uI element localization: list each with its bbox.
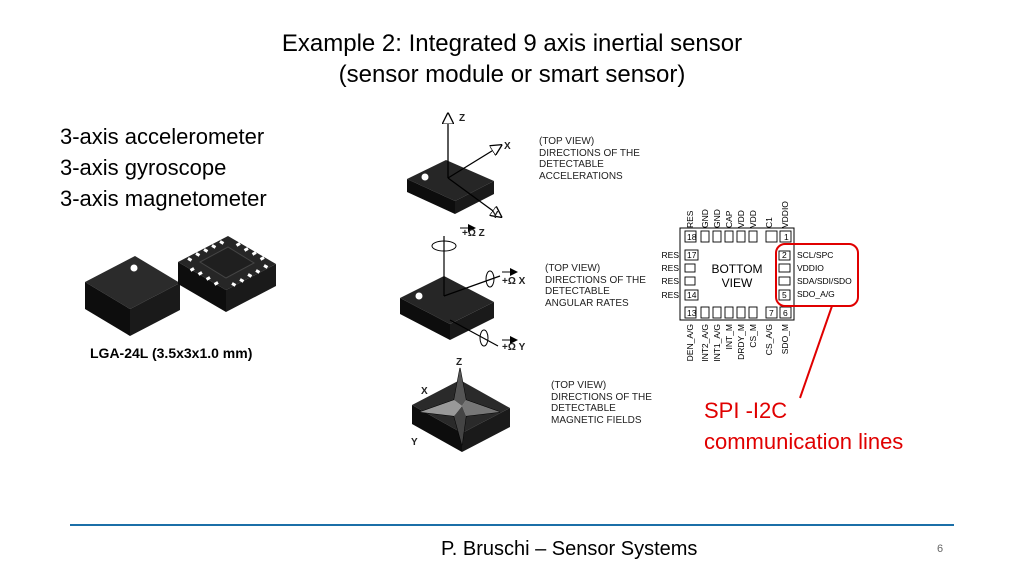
top-pin-2: GND <box>700 209 710 228</box>
bottom-pin-3: INT1_A/G <box>712 324 722 362</box>
pinout-diagram <box>679 227 859 399</box>
spi-callout-line <box>799 305 833 399</box>
accel-axis-x: X <box>504 141 511 152</box>
pin-num-2: 2 <box>782 250 787 260</box>
bottom-pin-4: INT_M <box>724 324 734 350</box>
feature-list: 3-axis accelerometer 3-axis gyroscope 3-… <box>60 121 267 214</box>
mag-axis-z: Z <box>456 357 463 368</box>
top-pin-8: VDDIO <box>780 201 790 228</box>
mag-caption-4: MAGNETIC FIELDS <box>551 414 642 426</box>
gyro-omega-x: +Ω X <box>502 276 525 288</box>
top-pin-6: VDD <box>748 210 758 228</box>
bottom-pin-5: DRDY_M <box>736 324 746 360</box>
top-pin-4: CAP <box>724 210 734 228</box>
gyro-axis-z: Z <box>478 228 485 239</box>
bottom-view-line1: BOTTOM <box>711 262 762 276</box>
accel-caption: (TOP VIEW) DIRECTIONS OF THE DETECTABLE … <box>539 136 640 182</box>
gyro-axis-x: X <box>518 276 526 287</box>
feature-magnetometer: 3-axis magnetometer <box>60 186 267 211</box>
gyro-caption-2: DIRECTIONS OF THE <box>545 274 646 286</box>
pin-num-17: 17 <box>687 250 697 260</box>
gyro-caption-3: DETECTABLE <box>545 286 610 297</box>
gyro-axis-y: Y <box>518 342 526 353</box>
right-pin-2: VDDIO <box>797 263 824 273</box>
left-pin-3: RES <box>662 276 680 286</box>
magnetometer-figure <box>412 367 510 452</box>
gyro-omega-z: +Ω Z <box>462 228 485 240</box>
pin-num-6: 6 <box>783 308 788 318</box>
gyro-omega-x-symbol: +Ω <box>502 276 516 287</box>
right-pin-1: SCL/SPC <box>797 250 833 260</box>
gyro-caption-1: (TOP VIEW) <box>545 263 601 274</box>
mag-caption-3: DETECTABLE <box>551 403 616 414</box>
bottom-pin-8: SDO_M <box>780 324 790 354</box>
title-line-2: (sensor module or smart sensor) <box>338 61 686 88</box>
gyro-omega-y: +Ω Y <box>502 342 525 354</box>
bottom-view-line2: VIEW <box>722 276 753 290</box>
feature-gyroscope: 3-axis gyroscope <box>60 155 227 180</box>
mag-caption-1: (TOP VIEW) <box>551 380 607 391</box>
spi-i2c-label: SPI -I2C communication lines <box>704 395 903 457</box>
pin-num-7: 7 <box>769 308 774 318</box>
accel-caption-3: DETECTABLE <box>539 159 604 170</box>
gyro-omega-y-symbol: +Ω <box>502 342 516 353</box>
left-pin-2: RES <box>662 263 680 273</box>
footer-divider <box>70 524 954 526</box>
right-pin-3: SDA/SDI/SDO <box>797 276 852 286</box>
pin-num-18: 18 <box>687 232 697 242</box>
bottom-pin-7: CS_A/G <box>764 324 774 355</box>
bottom-pin-6: CS_M <box>748 324 758 348</box>
footer-text: P. Bruschi – Sensor Systems <box>441 538 698 560</box>
mag-axis-x: X <box>421 386 428 397</box>
top-pin-3: GND <box>712 209 722 228</box>
accel-axis-y: Y <box>492 210 499 221</box>
mag-axis-y: Y <box>411 437 418 448</box>
top-pin-7: C1 <box>764 217 774 228</box>
mag-caption: (TOP VIEW) DIRECTIONS OF THE DETECTABLE … <box>551 380 652 426</box>
spi-label-line1: SPI -I2C <box>704 398 788 423</box>
pin-num-14: 14 <box>687 290 697 300</box>
right-pin-4: SDO_A/G <box>797 289 835 299</box>
pin-num-5: 5 <box>782 290 787 300</box>
mag-caption-2: DIRECTIONS OF THE <box>551 391 652 403</box>
accel-x-arrow <box>447 146 500 179</box>
gyro-y-axis <box>449 319 499 347</box>
page-number: 6 <box>937 543 944 555</box>
package-label: LGA-24L (3.5x3x1.0 mm) <box>90 345 253 361</box>
spi-label-line2: communication lines <box>704 429 904 454</box>
left-pin-4: RES <box>662 290 680 300</box>
accel-y-arrow <box>447 177 500 216</box>
bottom-pin-2: INT2_A/G <box>700 324 710 362</box>
accelerometer-figure <box>407 115 500 216</box>
feature-accelerometer: 3-axis accelerometer <box>60 124 265 149</box>
top-pin-1: RES <box>685 210 695 228</box>
gyro-caption: (TOP VIEW) DIRECTIONS OF THE DETECTABLE … <box>545 263 646 309</box>
gyroscope-figure <box>400 224 518 347</box>
pin-num-13: 13 <box>687 308 697 318</box>
package-chip-bottom <box>178 236 276 312</box>
package-chip-top <box>85 256 180 336</box>
accel-caption-1: (TOP VIEW) <box>539 136 595 147</box>
bottom-pin-1: DEN_A/G <box>685 324 695 361</box>
pin-num-1: 1 <box>784 232 789 242</box>
accel-caption-2: DIRECTIONS OF THE <box>539 147 640 159</box>
spi-pins-highlight <box>775 243 859 307</box>
slide-title: Example 2: Integrated 9 axis inertial se… <box>0 28 1024 90</box>
gyro-omega-z-symbol: +Ω <box>462 228 476 239</box>
top-pin-5: VDD <box>736 210 746 228</box>
gyro-caption-4: ANGULAR RATES <box>545 297 629 309</box>
gyro-x-axis <box>443 275 501 297</box>
accel-axis-z: Z <box>459 113 466 124</box>
accel-caption-4: ACCELERATIONS <box>539 170 623 182</box>
left-pin-1: RES <box>662 250 680 260</box>
title-line-1: Example 2: Integrated 9 axis inertial se… <box>281 30 743 57</box>
